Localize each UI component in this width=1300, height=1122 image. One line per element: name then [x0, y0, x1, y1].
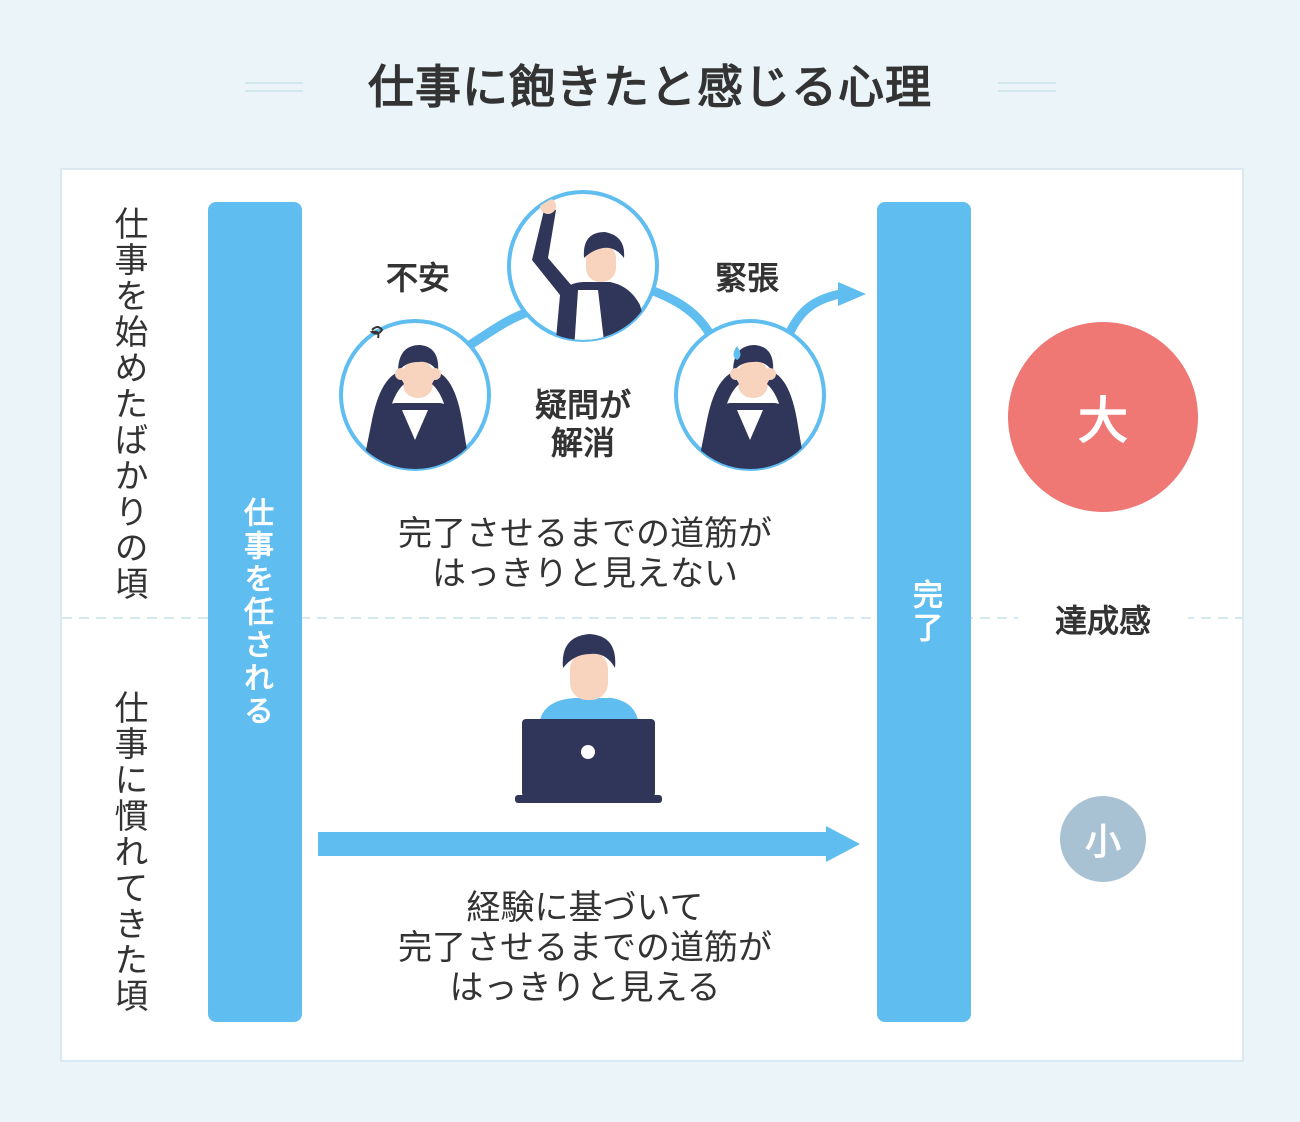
title-decor-right — [998, 82, 1056, 84]
row-label-beginner: 仕事を始めたばかりの頃 — [108, 206, 148, 602]
achievement-label: 達成感 — [1018, 600, 1188, 642]
laptop-person-illustration — [515, 634, 662, 803]
emotion-arrowhead — [838, 282, 866, 306]
tense-person-illustration — [674, 319, 826, 471]
top-caption-line2: はっきりと見えない — [432, 554, 738, 594]
relieved-person-illustration — [507, 190, 659, 342]
doubt-resolved-line1: 疑問が — [534, 386, 631, 424]
row-label-experienced: 仕事に慣れてきた頃 — [108, 690, 148, 1014]
complete-bar: 完了 — [877, 202, 971, 1022]
bottom-caption-line1: 経験に基づいて — [466, 888, 704, 928]
doubt-resolved-line2: 解消 — [550, 424, 615, 462]
bottom-arrow-shaft — [318, 832, 834, 856]
page-title: 仕事に飽きたと感じる心理 — [368, 60, 932, 114]
achievement-small-label: 小 — [1084, 822, 1121, 863]
top-caption-line1: 完了させるまでの道筋が — [398, 514, 772, 554]
title-decor-left — [245, 82, 303, 84]
anxious-person-illustration — [339, 319, 491, 471]
achievement-large-label: 大 — [1078, 392, 1128, 450]
achievement-small-badge: 小 — [1060, 796, 1146, 882]
bottom-caption-line3: はっきりと見える — [449, 968, 721, 1008]
title-decor-left-2 — [245, 90, 303, 92]
achievement-large-badge: 大 — [1008, 322, 1198, 512]
title-area: 仕事に飽きたと感じる心理 — [0, 52, 1300, 122]
bottom-caption-line2: 完了させるまでの道筋が — [398, 928, 772, 968]
emotion-anxiety: 不安 — [385, 259, 450, 297]
emotion-path-2 — [640, 283, 717, 343]
emotion-tension: 緊張 — [714, 259, 779, 297]
complete-bar-label: 完了 — [907, 579, 942, 645]
start-bar-label: 仕事を任される — [238, 496, 273, 728]
start-bar: 仕事を任される — [208, 202, 302, 1022]
bottom-arrow-head — [826, 826, 860, 862]
title-decor-right-2 — [998, 90, 1056, 92]
emotion-path-3 — [785, 289, 845, 337]
